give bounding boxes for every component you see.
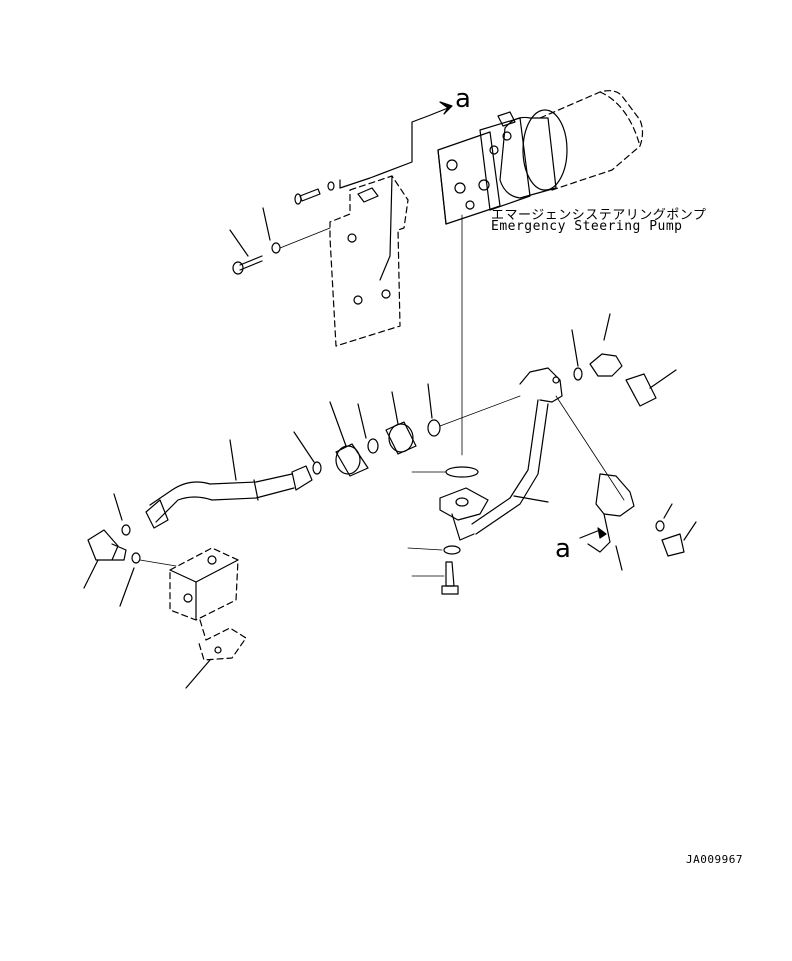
pump-label-english: Emergency Steering Pump	[491, 219, 683, 234]
steel-pipe	[440, 368, 562, 540]
hydraulic-hose	[146, 440, 312, 528]
o-ring-flange	[446, 467, 478, 477]
mounting-bracket	[330, 176, 408, 346]
fittings-right	[572, 314, 676, 406]
drawing-code: JA009967	[686, 853, 743, 866]
bolt-bottom	[408, 546, 460, 594]
bolt-top-small	[230, 182, 334, 274]
pump-label-japanese: エマージェンシステアリングポンプ	[491, 208, 707, 223]
reference-arrow-top	[340, 102, 452, 188]
reference-letter-bottom: a	[555, 534, 571, 564]
reference-letter-top: a	[455, 84, 471, 114]
bracket-right	[556, 396, 696, 570]
pressure-sensor-left	[84, 494, 176, 606]
hose-fittings	[294, 384, 520, 476]
valve-block	[170, 548, 246, 688]
emergency-steering-pump	[438, 91, 643, 224]
